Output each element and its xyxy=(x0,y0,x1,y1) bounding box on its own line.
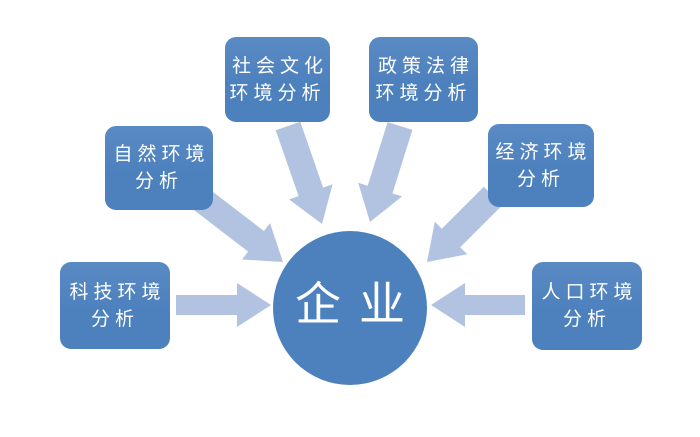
node-tech-env: 科技环境 分析 xyxy=(60,262,170,349)
node-policy-law-env: 政策法律 环境分析 xyxy=(369,37,478,122)
node-population-env: 人口环境 分析 xyxy=(532,262,642,350)
center-node-enterprise: 企业 xyxy=(273,231,427,385)
node-economic-env: 经济环境 分析 xyxy=(488,124,594,207)
node-economic-env-label: 经济环境 分析 xyxy=(495,140,592,190)
node-natural-env: 自然环境 分析 xyxy=(105,126,213,210)
arrow-social-to-center xyxy=(275,121,333,224)
node-tech-env-label: 科技环境 分析 xyxy=(69,280,166,330)
node-social-culture-env-label: 社会文化 环境分析 xyxy=(229,54,328,104)
arrow-natural-to-center xyxy=(189,185,283,262)
arrow-tech-to-center xyxy=(176,283,271,327)
center-node-enterprise-label: 企业 xyxy=(295,277,423,331)
arrow-economic-to-center xyxy=(427,186,503,262)
arrow-population-to-center xyxy=(431,283,525,327)
node-social-culture-env: 社会文化 环境分析 xyxy=(225,37,330,122)
node-population-env-label: 人口环境 分析 xyxy=(541,281,638,330)
node-natural-env-label: 自然环境 分析 xyxy=(113,143,210,192)
node-policy-law-env-label: 政策法律 环境分析 xyxy=(375,54,474,104)
arrow-policy-to-center xyxy=(358,122,413,222)
